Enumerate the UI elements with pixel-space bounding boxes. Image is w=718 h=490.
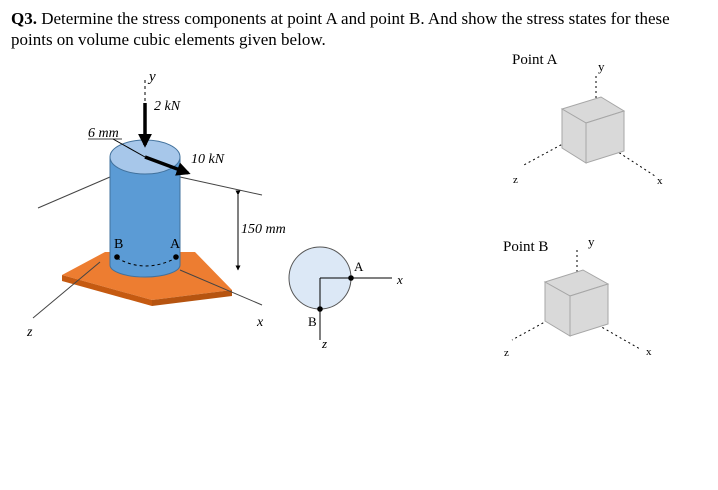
cube-a-title: Point A [512,52,558,68]
section-z-label: z [321,336,327,351]
cube-a-z-axis [521,139,571,167]
section-x-label: x [396,272,403,287]
section-label-b: B [308,314,317,329]
cube-a-z-label: z [513,174,518,186]
question-number: Q3. [11,9,37,28]
cube-a-x-label: x [657,175,663,187]
cube-point-a: Point A y z x [512,52,663,187]
cube-point-b: Point B y z x [503,234,652,359]
z-axis-back-line [37,176,111,209]
point-a-label: A [170,237,181,252]
x-axis-back-line [179,176,263,196]
cross-section: A B x z [288,246,403,351]
main-figure: B A y 2 kN 6 mm 10 kN 150 mm z x [26,69,286,340]
x-axis-label: x [256,315,264,330]
section-label-a: A [354,259,364,274]
load-10kn-arrow [144,155,191,176]
radius-label: 6 mm [88,126,119,141]
load-2kn-label: 2 kN [154,99,181,114]
section-arc [116,257,177,267]
x-axis-front-line [179,269,263,306]
cube-b-x-label: x [646,346,652,358]
radius-line [112,138,146,158]
load-10kn-label: 10 kN [191,152,225,167]
cube-a-x-axis [614,149,656,177]
height-label: 150 mm [241,222,286,237]
z-axis-label: z [26,325,33,340]
z-axis-front-line [32,261,101,319]
cube-b-x-axis [597,324,641,350]
question-text: Q3. Determine the stress components at p… [11,8,711,50]
section-point-b [317,306,323,312]
cube-b-y-label: y [588,234,595,249]
section-point-a [348,275,354,281]
point-b-label: B [114,237,123,252]
cube-b-title: Point B [503,239,548,255]
question-body: Determine the stress components at point… [11,9,670,49]
cylinder [109,139,181,278]
cube-b-z-label: z [504,347,509,359]
point-b-dot [114,254,120,260]
y-axis-label: y [147,69,156,85]
cube-a-y-label: y [598,59,605,74]
point-a-dot [173,254,179,260]
